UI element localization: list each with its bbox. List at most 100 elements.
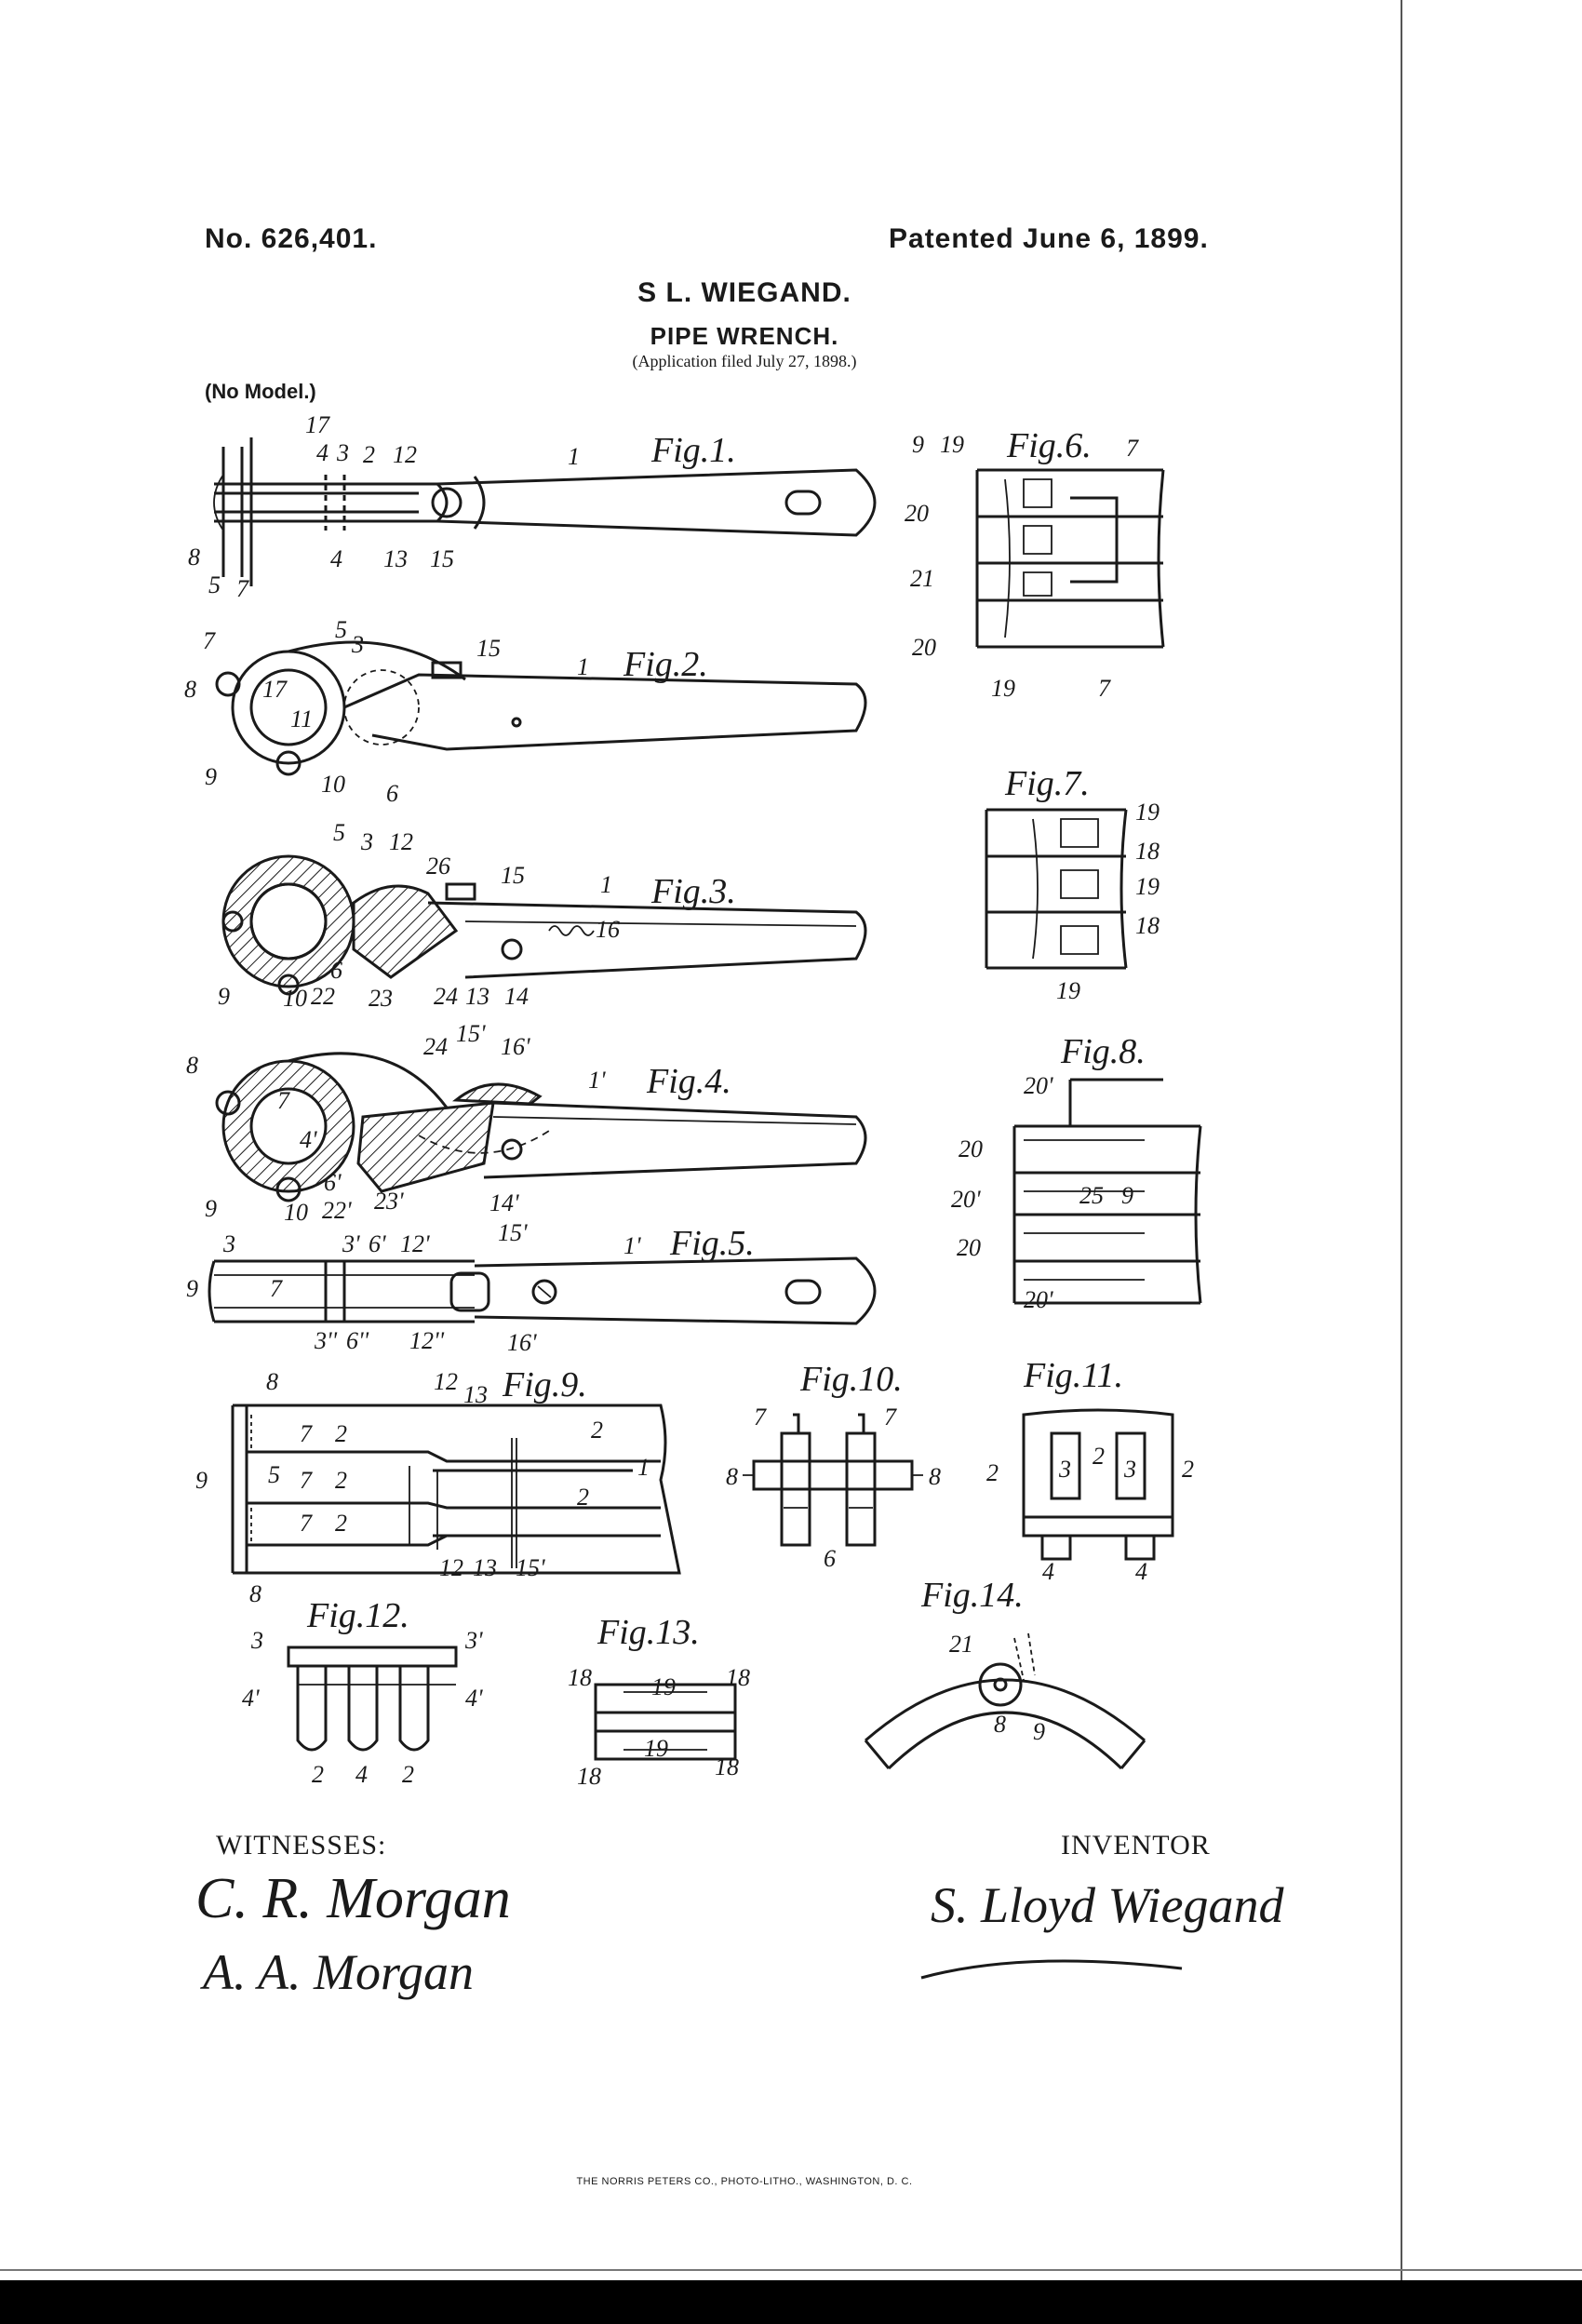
fig11-ref-3: 3 — [1059, 1456, 1071, 1483]
fig4-ref-4p: 4' — [300, 1126, 317, 1153]
fig2-ref-15: 15 — [476, 635, 501, 662]
patent-number: No. 626,401. — [205, 223, 378, 254]
fig5-ref-6pp: 6'' — [346, 1327, 369, 1354]
figure-2-drawing — [186, 605, 893, 819]
fig9-ref-13b: 13 — [473, 1554, 497, 1581]
figure-6-label: Fig.6. — [1007, 426, 1092, 465]
figure-4-drawing — [186, 1024, 893, 1238]
fig9-ref-8: 8 — [266, 1368, 278, 1395]
fig2-ref-7: 7 — [203, 627, 215, 654]
witness-signature-1: C. R. Morgan — [195, 1867, 511, 1930]
fig3-ref-10: 10 — [283, 985, 307, 1012]
figure-7: Fig.7. 19 18 19 18 19 — [968, 763, 1210, 1024]
figure-13-drawing — [558, 1619, 772, 1806]
fig9-ref-1: 1 — [637, 1454, 650, 1481]
patent-title: PIPE WRENCH. — [650, 322, 839, 350]
fig9-ref-7: 7 — [300, 1420, 312, 1447]
figure-10-label: Fig.10. — [800, 1360, 903, 1399]
figure-14-label: Fig.14. — [921, 1576, 1024, 1615]
patent-date: Patented June 6, 1899. — [889, 223, 1209, 254]
fig4-ref-8: 8 — [186, 1052, 198, 1079]
fig6-ref-7: 7 — [1126, 435, 1138, 462]
fig5-ref-3pp: 3'' — [315, 1327, 338, 1354]
figure-4: Fig.4. 8 7 4' 24 15' 16' 1' 9 6' 10 22' … — [186, 1020, 893, 1238]
fig7-ref-19: 19 — [1135, 799, 1160, 826]
fig12-ref-4p-b: 4' — [465, 1685, 483, 1712]
figure-8-drawing — [931, 1052, 1210, 1331]
fig6-ref-7b: 7 — [1098, 675, 1110, 702]
fig2-ref-17: 17 — [262, 676, 287, 703]
fig4-ref-15p: 15' — [456, 1020, 486, 1047]
fig13-ref-19b: 19 — [644, 1735, 668, 1762]
fig2-ref-6: 6 — [386, 780, 398, 807]
fig1-ref-3: 3 — [337, 439, 349, 466]
fig3-ref-24: 24 — [434, 983, 458, 1010]
fig5-ref-6p: 6' — [369, 1230, 386, 1257]
fig9-ref-5: 5 — [268, 1461, 280, 1488]
model-note: (No Model.) — [205, 380, 316, 403]
fig1-ref-15: 15 — [430, 545, 454, 572]
figure-7-drawing — [968, 763, 1210, 1024]
figure-10: Fig.10. 7 7 8 8 6 — [726, 1359, 968, 1582]
fig10-ref-6: 6 — [824, 1545, 836, 1572]
fig2-ref-9: 9 — [205, 763, 217, 790]
figure-2: Fig.2. 7 5 3 15 1 8 17 11 9 10 6 — [184, 605, 893, 819]
fig3-ref-26: 26 — [426, 853, 450, 880]
figure-3-drawing — [186, 819, 893, 1024]
fig10-ref-8: 8 — [726, 1463, 738, 1490]
fig4-ref-24: 24 — [423, 1033, 448, 1060]
fig2-ref-3: 3 — [352, 631, 364, 658]
figure-14: Fig.14. 21 8 9 — [838, 1576, 1173, 1806]
fig8-ref-20: 20 — [959, 1135, 983, 1162]
fig9-ref-13: 13 — [463, 1381, 488, 1408]
fig11-ref-2: 2 — [986, 1459, 999, 1486]
fig4-ref-16p: 16' — [501, 1033, 530, 1060]
fig5-ref-3: 3 — [223, 1230, 235, 1257]
fig8-ref-20b: 20 — [957, 1234, 981, 1261]
fig9-ref-15p: 15' — [516, 1554, 545, 1581]
fig3-ref-3: 3 — [361, 828, 373, 855]
fig2-ref-10: 10 — [321, 771, 345, 798]
fig6-ref-19b: 19 — [991, 675, 1015, 702]
fig4-ref-22p: 22' — [322, 1197, 352, 1224]
fig1-ref-1: 1 — [568, 443, 580, 470]
fig4-ref-9: 9 — [205, 1195, 217, 1222]
fig11-ref-4b: 4 — [1135, 1558, 1147, 1585]
fig11-ref-3b: 3 — [1124, 1456, 1136, 1483]
figure-7-label: Fig.7. — [1005, 764, 1090, 803]
fig1-ref-2: 2 — [363, 441, 375, 468]
fig12-ref-3: 3 — [251, 1627, 263, 1654]
fig11-ref-2c: 2 — [1182, 1456, 1194, 1483]
fig5-ref-12p: 12' — [400, 1230, 430, 1257]
fig1-ref-7: 7 — [236, 575, 248, 602]
fig3-ref-13: 13 — [465, 983, 489, 1010]
figure-11-label: Fig.11. — [1024, 1356, 1123, 1395]
figure-1: Fig.1. 17 4 3 2 12 1 8 5 7 4 13 15 — [186, 411, 893, 605]
fig7-ref-18: 18 — [1135, 838, 1160, 865]
fig5-ref-3p: 3' — [342, 1230, 360, 1257]
fig3-ref-22: 22 — [311, 983, 335, 1010]
signature-flourish — [912, 1941, 1191, 1996]
figure-13-label: Fig.13. — [597, 1613, 700, 1652]
fig1-ref-4: 4 — [316, 439, 328, 466]
fig3-ref-1: 1 — [600, 871, 612, 898]
fig13-ref-18c: 18 — [577, 1763, 601, 1790]
figure-3: Fig.3. 5 3 12 26 15 1 16 9 10 22 6 23 24… — [186, 819, 893, 1024]
fig6-ref-20b: 20 — [912, 634, 936, 661]
fig14-ref-8: 8 — [994, 1711, 1006, 1738]
fig2-ref-5: 5 — [335, 616, 347, 643]
fig9-ref-2e: 2 — [577, 1484, 589, 1511]
fig1-ref-12: 12 — [393, 441, 417, 468]
fig3-ref-5: 5 — [333, 819, 345, 846]
fig12-ref-4: 4 — [355, 1761, 368, 1788]
scan-bottom-band — [0, 2280, 1582, 2324]
fig2-ref-8: 8 — [184, 676, 196, 703]
figure-11: Fig.11. 2 3 2 3 2 4 4 — [986, 1356, 1210, 1585]
fig2-ref-11: 11 — [290, 705, 314, 732]
fig9-ref-9: 9 — [195, 1467, 208, 1494]
printer-credit: THE NORRIS PETERS CO., PHOTO-LITHO., WAS… — [576, 2176, 913, 2187]
fig9-ref-12b: 12 — [439, 1554, 463, 1581]
fig12-ref-4p: 4' — [242, 1685, 260, 1712]
scan-edge-line — [1401, 0, 1402, 2280]
figure-9-label: Fig.9. — [503, 1365, 587, 1404]
